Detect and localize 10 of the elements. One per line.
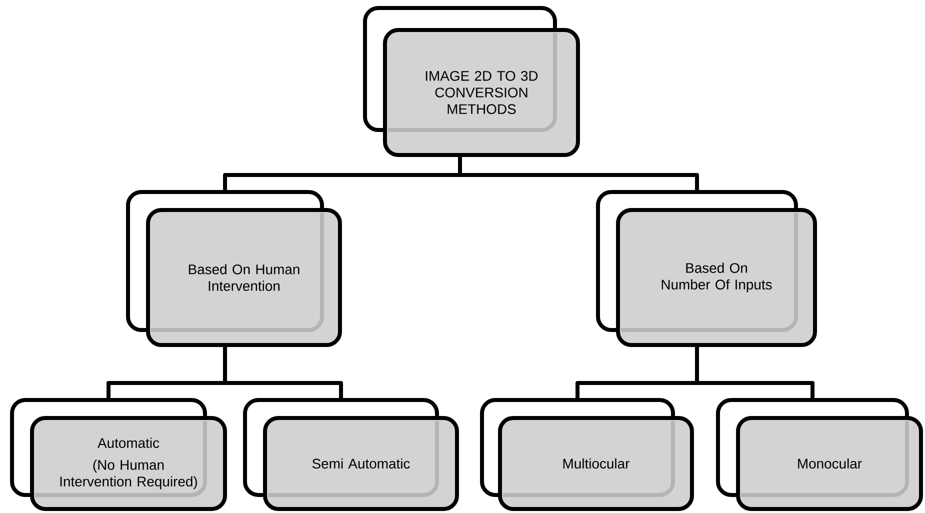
stacked-box: Semi Automatic [243,398,459,511]
connector-line [458,157,699,192]
stacked-box: IMAGE 2D TO 3D CONVERSION METHODS [363,6,580,158]
stacked-box: Multiocular [480,398,694,511]
stacked-box: Automatic (No Human Intervention Required) [10,398,227,511]
connector-line [695,347,814,400]
stacked-box: Monocular [716,398,923,511]
stacked-box: Based On Human Intervention [126,190,342,347]
connector-line [223,347,343,400]
stacked-box: Based On Number Of Inputs [596,190,817,347]
